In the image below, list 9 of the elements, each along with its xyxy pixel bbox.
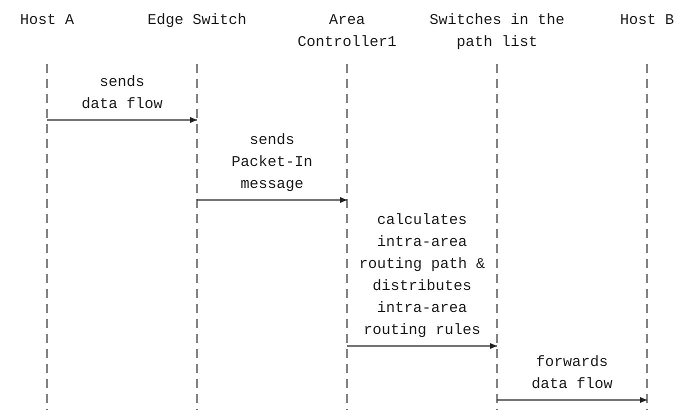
participant-label: Area Controller1 xyxy=(296,11,398,53)
message-arrow xyxy=(197,197,347,203)
message-arrow xyxy=(347,343,497,349)
participant-label: Edge Switch xyxy=(146,11,248,31)
message-arrow xyxy=(47,117,197,123)
participant-label: Host B xyxy=(618,11,675,31)
participant-label: Host A xyxy=(18,11,75,31)
participant-label: Switches in the path list xyxy=(428,11,566,53)
message-arrow xyxy=(497,397,647,403)
